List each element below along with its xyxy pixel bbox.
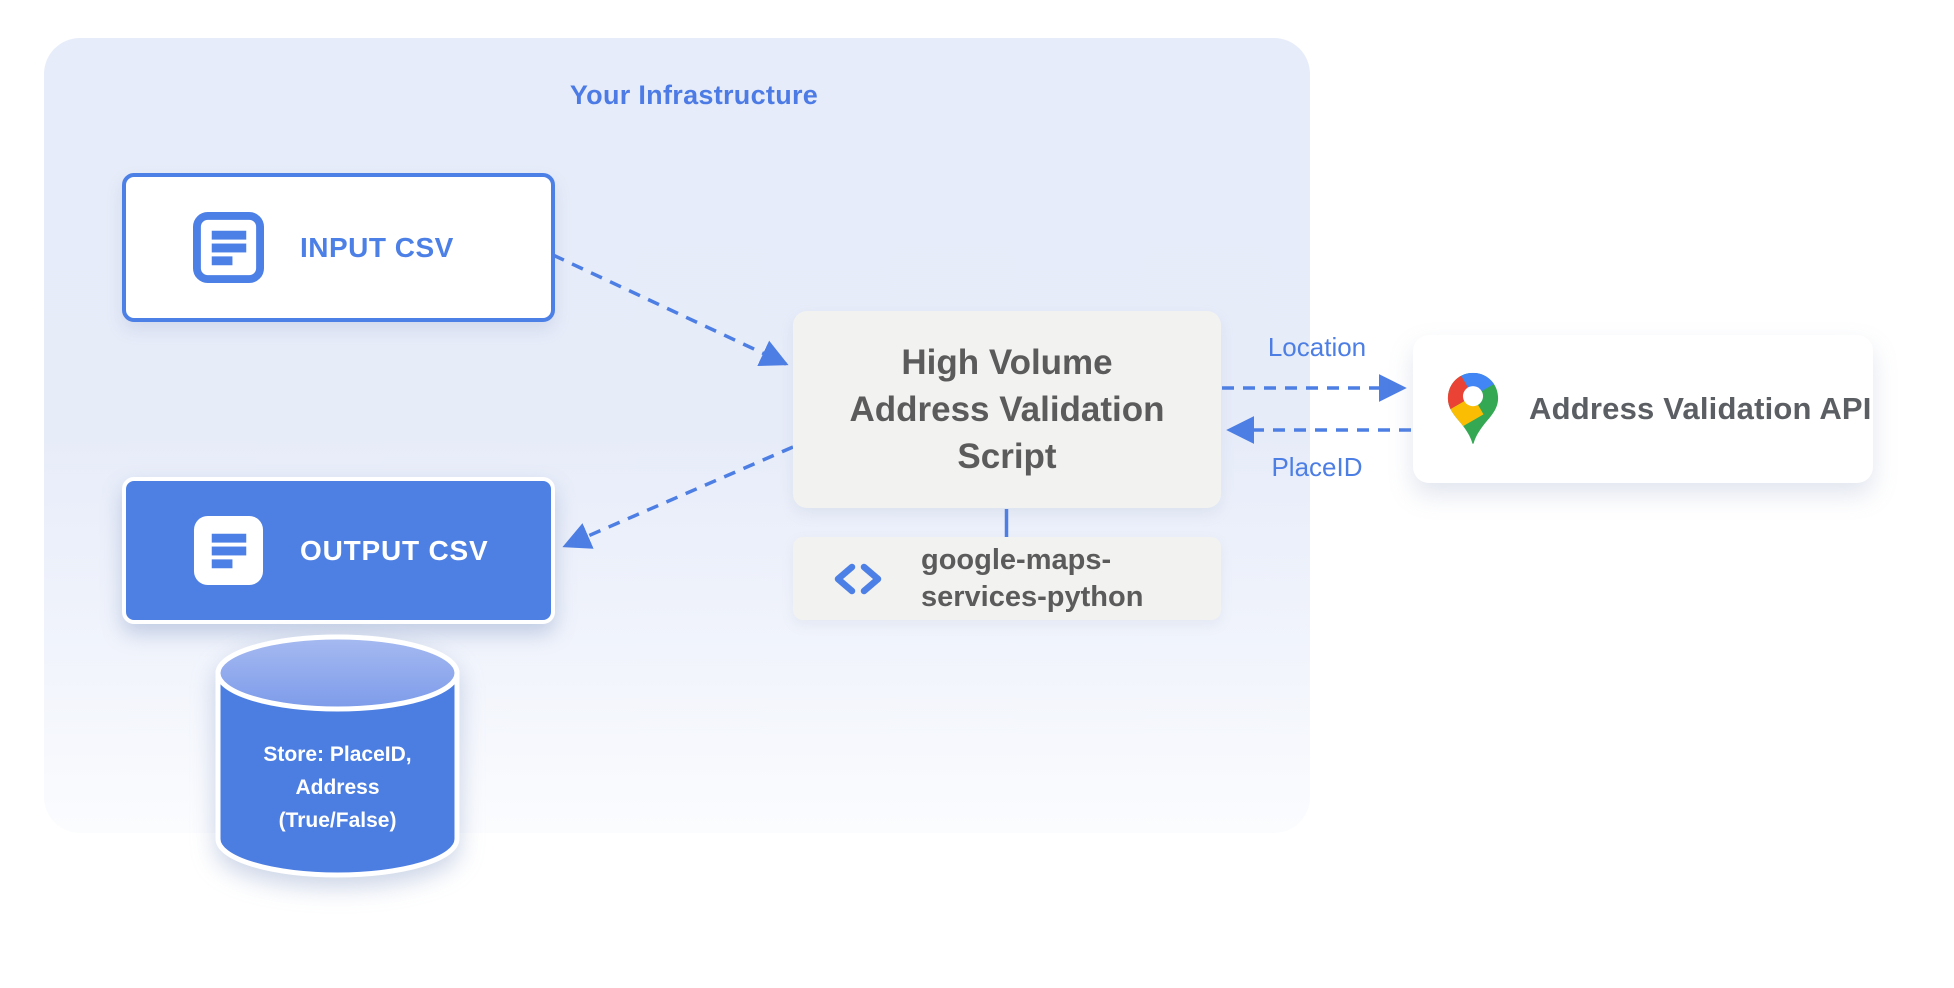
cylinder-shape: [215, 634, 460, 878]
datastore-cylinder: Store: PlaceID, Address (True/False): [213, 632, 462, 880]
library-node: google-maps- services-python: [793, 537, 1221, 620]
script-label-line: Script: [957, 437, 1057, 476]
api-label: Address Validation API: [1529, 391, 1872, 426]
library-label: google-maps- services-python: [921, 542, 1143, 616]
output-csv-label: OUTPUT CSV: [300, 534, 489, 566]
datastore-label-line: Address: [295, 776, 380, 799]
output-csv-node: OUTPUT CSV: [122, 477, 555, 624]
api-node: Address Validation API: [1413, 335, 1873, 483]
google-maps-pin-icon: [1447, 372, 1499, 444]
edge-label-placeid: PlaceID: [1271, 452, 1363, 482]
code-icon: [834, 563, 882, 594]
script-label: High Volume Address Validation Script: [849, 339, 1164, 480]
datastore-label-line: Store: PlaceID,: [263, 743, 412, 766]
edge-label-location: Location: [1267, 332, 1367, 362]
infrastructure-title: Your Infrastructure: [569, 80, 819, 110]
document-icon: [193, 515, 264, 586]
document-icon: [193, 212, 264, 283]
library-label-line: services-python: [921, 580, 1144, 613]
script-node: High Volume Address Validation Script: [793, 311, 1221, 508]
input-csv-label: INPUT CSV: [300, 231, 454, 263]
datastore-label: Store: PlaceID, Address (True/False): [213, 738, 462, 837]
script-label-line: Address Validation: [849, 390, 1165, 429]
script-label-line: High Volume: [901, 343, 1113, 382]
datastore-label-line: (True/False): [278, 809, 397, 832]
input-csv-node: INPUT CSV: [122, 173, 555, 322]
library-label-line: google-maps-: [921, 543, 1112, 576]
